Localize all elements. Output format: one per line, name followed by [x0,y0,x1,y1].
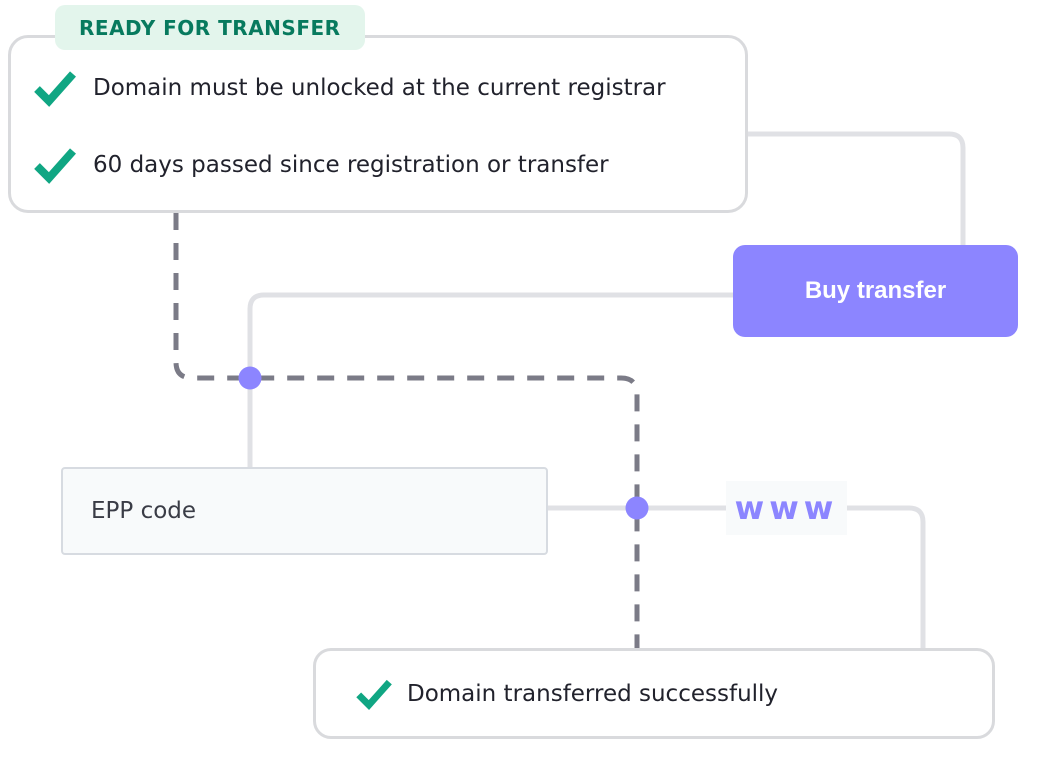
domain-transferred-box: Domain transferred successfully [313,648,995,739]
epp-code-input[interactable] [61,467,548,555]
check-icon [355,677,393,711]
connector-dashed-flow [173,213,640,648]
checklist-item-60days: 60 days passed since registration or tra… [33,145,609,185]
checklist-item-label: Domain must be unlocked at the current r… [93,75,666,101]
check-icon [33,68,77,108]
ready-for-transfer-box [8,35,748,213]
connector-readybox-to-buy [748,131,966,245]
buy-transfer-button[interactable]: Buy transfer [733,245,1018,337]
checklist-item-unlocked: Domain must be unlocked at the current r… [33,68,666,108]
junction-dot [625,496,649,520]
checklist-item-label: 60 days passed since registration or tra… [93,152,609,178]
junction-dot [238,366,262,390]
connector-buy-to-epp [247,292,733,467]
connector-epp-to-done [548,505,926,648]
ready-for-transfer-badge: READY FOR TRANSFER [55,5,365,50]
www-domain-badge: www [726,481,847,535]
domain-transferred-label: Domain transferred successfully [407,680,779,707]
check-icon [33,145,77,185]
